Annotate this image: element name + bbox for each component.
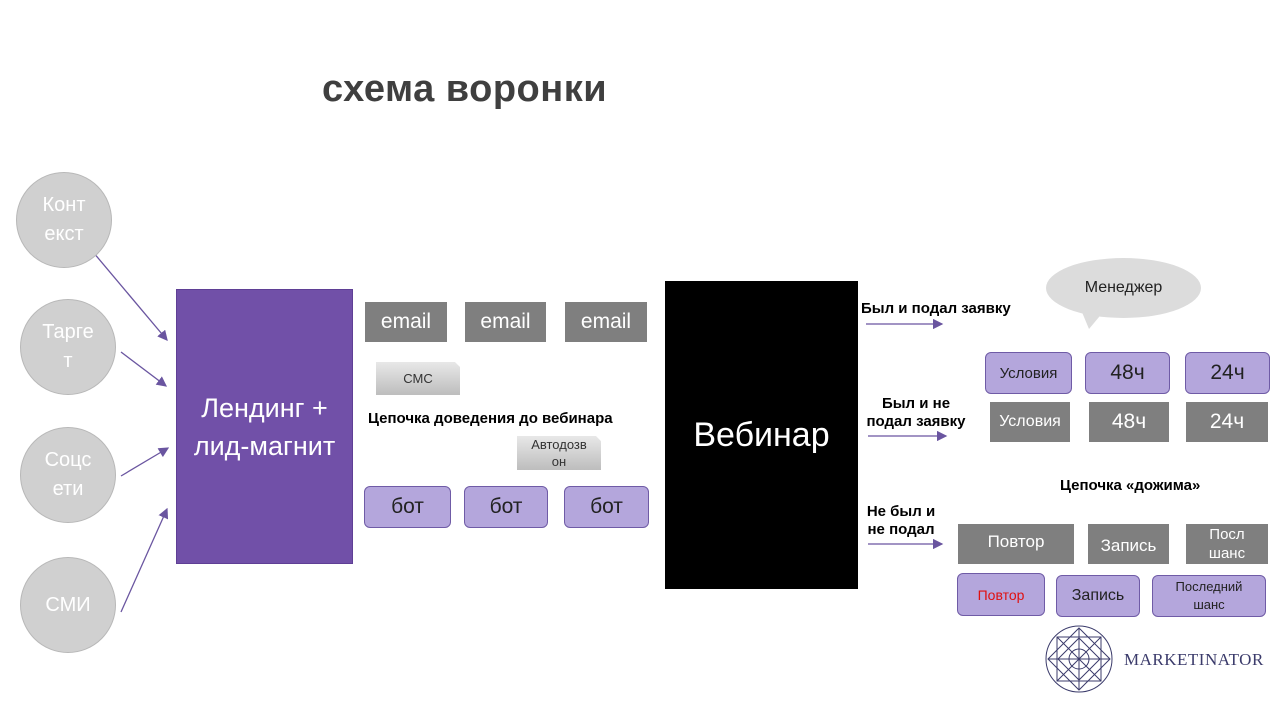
webinar-box: Вебинар [665, 281, 858, 589]
bot-box-3: бот [564, 486, 649, 528]
last-chance-2: Последний шанс [1152, 575, 1266, 617]
arrow-context [92, 251, 168, 341]
autodial-line-1: Автодозв [531, 437, 587, 452]
source-social: Соцс ети [20, 427, 116, 523]
recording-1: Запись [1088, 524, 1169, 564]
email-box-1: email [365, 302, 447, 342]
landing-line-1: Лендинг + [201, 392, 328, 423]
bot-box-2: бот [464, 486, 548, 528]
sms-box: СМС [376, 362, 460, 395]
arrow-target [120, 351, 168, 387]
branch-absent-line-1: Не был и [866, 503, 936, 520]
brand-name: MARKETINATOR [1124, 650, 1264, 669]
conditions-1: Условия [985, 352, 1072, 394]
bot-box-1: бот [364, 486, 451, 528]
source-social-label: Соцс ети [44, 449, 92, 500]
arrow-social [120, 447, 170, 477]
email-box-3: email [565, 302, 647, 342]
hours-24-1: 24ч [1185, 352, 1270, 394]
branch-not-applied-label: Был и не подал заявку [862, 395, 970, 431]
autodial-line-2: он [551, 454, 567, 469]
source-target-label: Тарге т [42, 321, 94, 372]
repeat-1: Повтор [958, 524, 1074, 564]
repeat-2: Повтор [957, 573, 1045, 616]
arrow-media [120, 507, 169, 613]
autodial-box: Автодозв он [517, 436, 601, 470]
source-context: Конт екст [16, 172, 112, 268]
email-box-2: email [465, 302, 546, 342]
squeeze-label: Цепочка «дожима» [1060, 477, 1201, 494]
manager-bubble: Менеджер [1046, 258, 1201, 318]
landing-box: Лендинг + лид-магнит [176, 289, 353, 564]
branch-absent-label: Не был и не подал [860, 503, 942, 539]
source-context-label: Конт екст [42, 194, 86, 245]
source-target: Тарге т [20, 299, 116, 395]
branch-absent-line-2: не подал [867, 521, 935, 538]
branch-not-applied-line-1: Был и не [881, 395, 951, 412]
hours-48-2: 48ч [1089, 402, 1169, 442]
chain-label: Цепочка доведения до вебинара [368, 410, 613, 427]
marketinator-logo-icon [1045, 625, 1113, 693]
recording-2: Запись [1056, 575, 1140, 617]
hours-24-2: 24ч [1186, 402, 1268, 442]
conditions-2: Условия [990, 402, 1070, 442]
branch-applied-label: Был и подал заявку [861, 300, 1011, 317]
hours-48-1: 48ч [1085, 352, 1170, 394]
source-media-label: СМИ [45, 593, 91, 616]
landing-line-2: лид-магнит [193, 430, 336, 461]
page-title: схема воронки [322, 68, 608, 110]
last-chance-1: Посл шанс [1186, 524, 1268, 564]
branch-not-applied-line-2: подал заявку [866, 413, 966, 430]
source-media: СМИ [20, 557, 116, 653]
